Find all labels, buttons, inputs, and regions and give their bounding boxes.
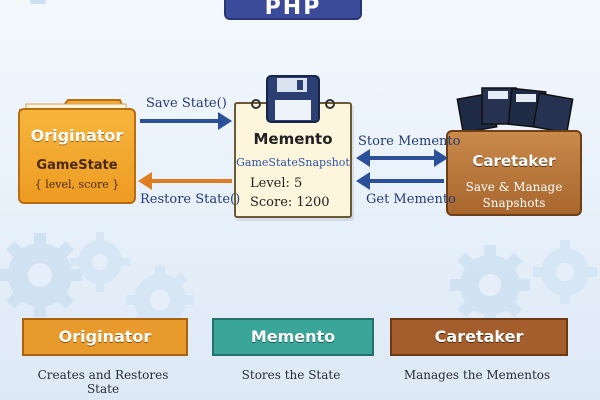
store-memento-label: Store Memento <box>358 134 461 149</box>
originator-title: Originator <box>30 126 124 145</box>
page-title-banner: PHP <box>224 0 362 20</box>
gear-icon <box>70 232 130 292</box>
legend-caretaker-ribbon: Caretaker <box>390 318 568 356</box>
gear-icon <box>533 240 597 304</box>
legend-memento-caption: Stores the State <box>241 368 341 382</box>
legend-memento-ribbon: Memento <box>212 318 374 356</box>
originator-fields: { level, score } <box>34 178 120 191</box>
caretaker-line1: Save & Manage <box>465 180 563 194</box>
restore-state-label: Restore State() <box>140 192 241 207</box>
get-memento-label: Get Memento <box>366 192 456 207</box>
gear-icon <box>0 233 82 317</box>
save-state-label: Save State() <box>146 96 227 111</box>
memento-title: Memento <box>253 130 333 148</box>
legend-originator-ribbon: Originator <box>22 318 188 356</box>
memento-subtitle: GameStateSnapshot <box>236 156 350 169</box>
originator-folder <box>18 108 136 204</box>
legend-originator-caption: Creates and Restores State <box>37 368 169 396</box>
gear-icon <box>450 245 530 325</box>
legend-caretaker-caption: Manages the Mementos <box>403 368 551 382</box>
floppy-disk-icon <box>266 75 320 123</box>
memento-score: Score: 1200 <box>250 195 330 210</box>
originator-subtitle: GameState <box>36 158 118 173</box>
caretaker-title: Caretaker <box>472 152 556 170</box>
caretaker-line2: Snapshots <box>482 196 546 210</box>
floppy-stack-icon <box>456 87 574 134</box>
memento-level: Level: 5 <box>250 176 303 191</box>
corner-decoration <box>30 0 46 4</box>
caretaker-box <box>446 130 582 216</box>
